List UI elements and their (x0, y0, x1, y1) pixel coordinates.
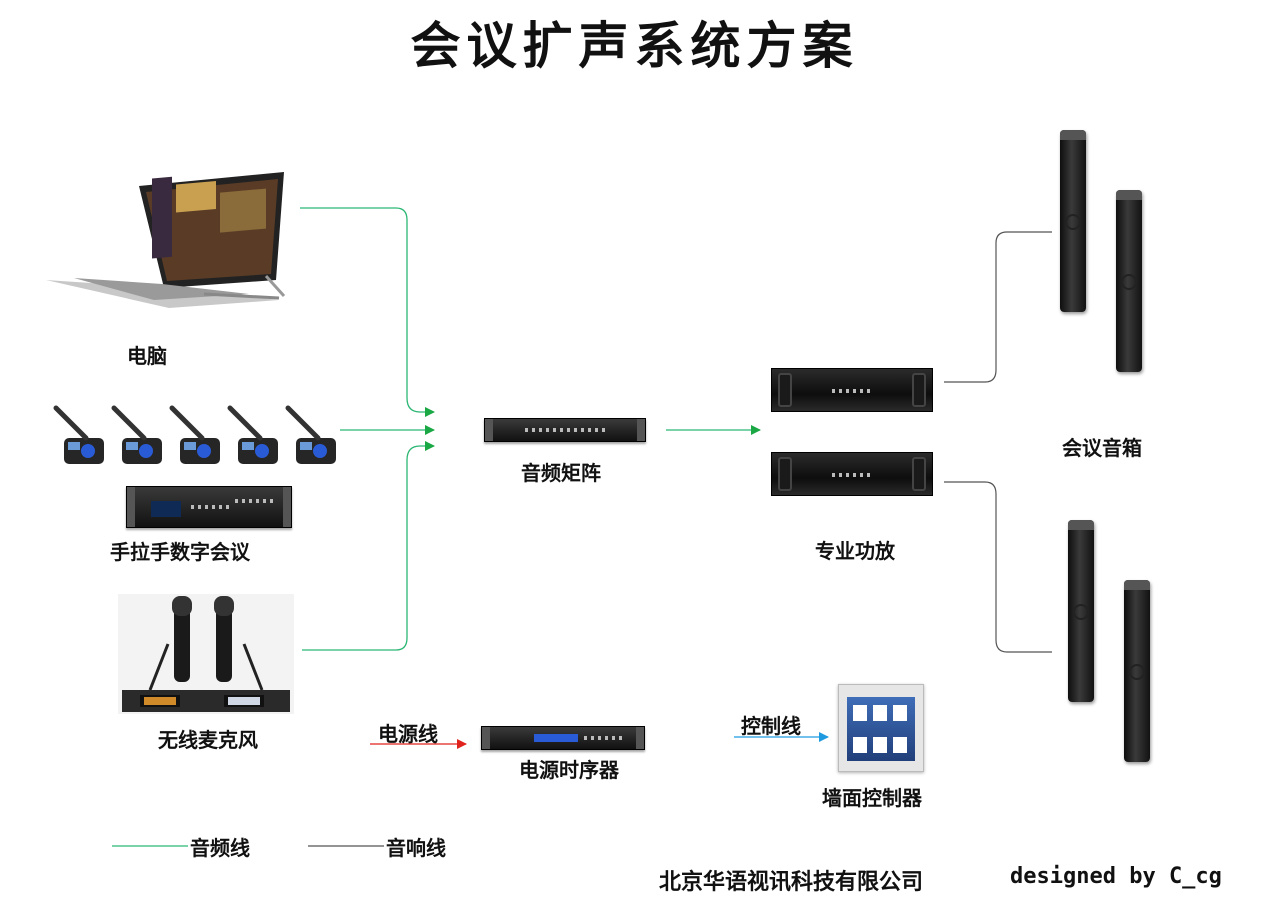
footer-company: 北京华语视讯科技有限公司 (659, 870, 924, 895)
conference-microphones (48, 400, 348, 470)
legend-speaker-label: 音响线 (386, 836, 446, 860)
speaker-4 (1124, 580, 1150, 762)
label-wireless-mic: 无线麦克风 (158, 728, 258, 752)
wireless-mic-image (118, 594, 294, 714)
power-sequencer-unit (481, 726, 645, 750)
label-matrix: 音频矩阵 (521, 461, 601, 485)
label-conference: 手拉手数字会议 (110, 540, 250, 564)
laptop-image (44, 168, 289, 308)
audio-line-wireless (302, 441, 435, 651)
footer-credit: designed by C_cg (1010, 864, 1222, 889)
audio-line-computer (300, 207, 435, 417)
page-title: 会议扩声系统方案 (410, 16, 859, 75)
speaker-line-bottom (944, 481, 1052, 653)
label-amplifier: 专业功放 (815, 539, 895, 563)
label-computer: 电脑 (127, 344, 167, 368)
label-control-line: 控制线 (741, 714, 801, 738)
label-sequencer: 电源时序器 (519, 758, 619, 782)
amplifier-unit-bottom (771, 452, 933, 496)
speaker-line-top (944, 231, 1052, 383)
label-power-line: 电源线 (378, 722, 438, 746)
audio-matrix-unit (484, 418, 646, 442)
conference-host-unit (126, 486, 292, 528)
legend-audio-label: 音频线 (190, 836, 250, 860)
label-speakers: 会议音箱 (1062, 436, 1142, 460)
wall-controller-panel (838, 684, 924, 772)
amplifier-unit-top (771, 368, 933, 412)
label-wall-controller: 墙面控制器 (822, 786, 922, 810)
speaker-3 (1068, 520, 1094, 702)
speaker-2 (1116, 190, 1142, 372)
speaker-1 (1060, 130, 1086, 312)
